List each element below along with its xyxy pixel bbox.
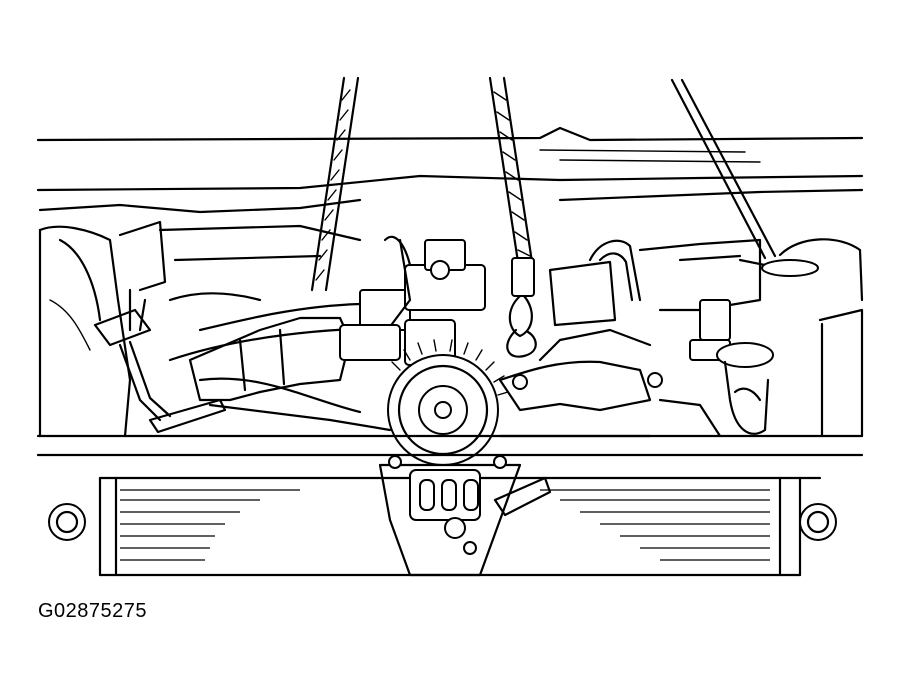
hood-panel bbox=[36, 126, 864, 214]
radiator-support bbox=[36, 434, 864, 577]
left-lifting-cable bbox=[310, 76, 360, 292]
hood-support-rod bbox=[670, 78, 777, 260]
engine-block bbox=[38, 220, 864, 466]
right-lifting-cable bbox=[488, 76, 537, 358]
figure-code: G02875275 bbox=[38, 600, 148, 622]
